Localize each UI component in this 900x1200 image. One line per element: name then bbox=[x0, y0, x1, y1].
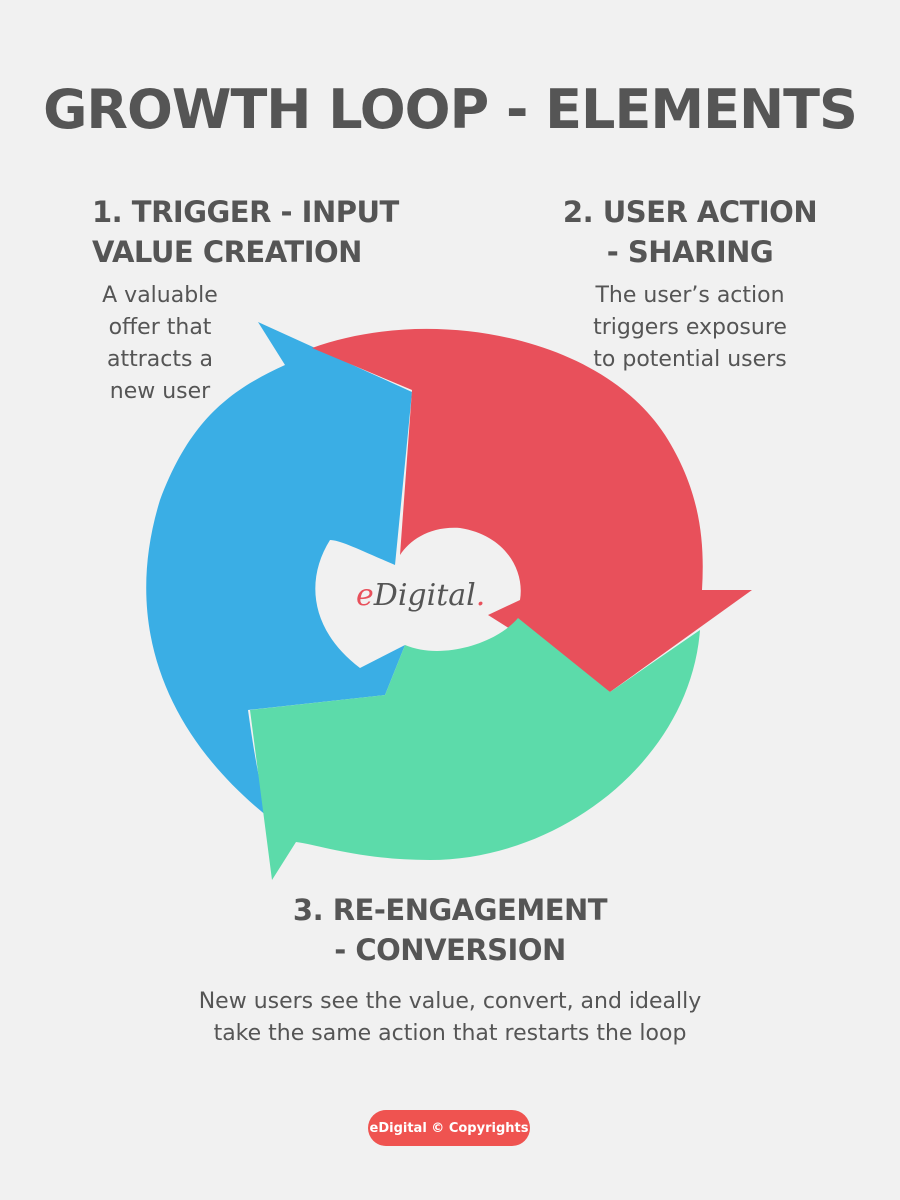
logo-text: Digital bbox=[373, 578, 476, 613]
step-1-description: A valuable offer that attracts a new use… bbox=[80, 280, 240, 408]
step-1-heading-line-2: VALUE CREATION bbox=[92, 235, 362, 269]
step-1-desc-line-1: A valuable bbox=[102, 283, 218, 308]
step-2-desc-line-2: triggers exposure bbox=[593, 315, 787, 340]
growth-loop-cycle bbox=[146, 322, 752, 880]
step-3-description: New users see the value, convert, and id… bbox=[150, 986, 750, 1050]
step-2-desc-line-1: The user’s action bbox=[595, 283, 785, 308]
copyright-badge: eDigital © Copyrights bbox=[368, 1110, 530, 1146]
step-1-heading-line-1: 1. TRIGGER - INPUT bbox=[92, 195, 399, 229]
blue-arrow bbox=[146, 322, 412, 820]
red-arrow bbox=[312, 328, 752, 692]
step-3-heading-line-1: 3. RE-ENGAGEMENT bbox=[292, 893, 608, 927]
step-3-desc-line-2: take the same action that restarts the l… bbox=[213, 1021, 687, 1046]
step-3-desc-line-1: New users see the value, convert, and id… bbox=[198, 989, 702, 1014]
step-2-description: The user’s action triggers exposure to p… bbox=[580, 280, 800, 376]
green-arrow bbox=[250, 618, 700, 880]
step-1-heading: 1. TRIGGER - INPUT VALUE CREATION bbox=[92, 192, 412, 272]
logo-dot: . bbox=[475, 578, 486, 613]
step-3-heading: 3. RE-ENGAGEMENT - CONVERSION bbox=[250, 890, 650, 970]
page-title: GROWTH LOOP - ELEMENTS bbox=[43, 78, 858, 141]
logo-e: e bbox=[356, 578, 374, 613]
step-2-heading-line-1: 2. USER ACTION bbox=[562, 195, 818, 229]
step-1-desc-line-2: offer that bbox=[108, 315, 212, 340]
step-1-desc-line-3: attracts a bbox=[107, 347, 213, 372]
step-2-desc-line-3: to potential users bbox=[593, 347, 787, 372]
step-1-desc-line-4: new user bbox=[109, 379, 211, 404]
step-2-heading-line-2: - SHARING bbox=[606, 235, 774, 269]
step-3-heading-line-2: - CONVERSION bbox=[334, 933, 566, 967]
center-logo: eDigital. bbox=[356, 578, 556, 613]
step-2-heading: 2. USER ACTION - SHARING bbox=[560, 192, 820, 272]
